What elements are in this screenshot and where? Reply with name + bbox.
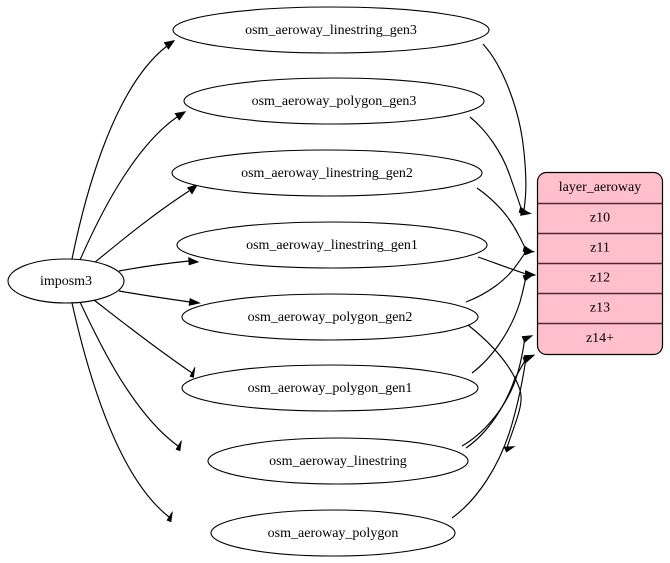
- edge-group-source-to-tables: [71, 40, 201, 523]
- edge-imposm3-to-linestring-gen2: [93, 190, 190, 264]
- node-imposm3-label: imposm3: [40, 274, 92, 289]
- edge-polygon-to-z14: [451, 357, 527, 519]
- edge-linestring-gen1-to-z12: [477, 256, 527, 275]
- edge-polygon-gen2-to-z11: [465, 250, 527, 303]
- layer-row-z12[interactable]: z12: [590, 271, 610, 286]
- node-layer_aeroway[interactable]: layer_aeroway z10 z11 z12 z13 z14+: [536, 171, 664, 356]
- edge-polygon-gen1-to-z12: [471, 275, 527, 374]
- node-osm_aeroway_polygon_gen3[interactable]: osm_aeroway_polygon_gen3: [183, 77, 485, 125]
- edge-imposm3-to-polygon-gen1: [93, 299, 193, 374]
- edge-linestring-to-z13: [461, 336, 526, 447]
- arrowhead-linestring: [175, 440, 182, 452]
- edge-imposm3-to-linestring: [79, 301, 179, 447]
- arrowhead-z11-b: [523, 248, 536, 256]
- arrowhead-linestring-gen2: [186, 183, 199, 195]
- arrowhead-linestring-gen3: [163, 40, 176, 50]
- layer-row-header: layer_aeroway: [559, 180, 641, 195]
- edge-group-tables-to-layer: [451, 43, 537, 519]
- arrowhead-polygon-gen2: [188, 298, 201, 306]
- arrowhead-polygon-gen3: [174, 111, 187, 121]
- node-osm_aeroway_linestring_gen3[interactable]: osm_aeroway_linestring_gen3: [172, 6, 490, 54]
- arrowhead-z14-b: [523, 354, 536, 362]
- arrowhead-z13-a: [521, 335, 534, 344]
- edge-imposm3-to-polygon-gen2: [118, 290, 191, 303]
- edge-linestring-gen3-to-z10: [482, 43, 527, 211]
- node-label: osm_aeroway_polygon_gen3: [252, 94, 417, 109]
- layer-row-z14plus[interactable]: z14+: [586, 331, 614, 346]
- node-label: osm_aeroway_linestring: [269, 454, 407, 469]
- node-shape[interactable]: [181, 364, 479, 412]
- node-shape[interactable]: [181, 293, 479, 341]
- node-osm_aeroway_linestring_gen2[interactable]: osm_aeroway_linestring_gen2: [171, 149, 483, 197]
- arrowhead-z10-b: [518, 206, 531, 214]
- node-shape[interactable]: [176, 221, 488, 269]
- layer-row-z13[interactable]: z13: [590, 301, 610, 316]
- node-shape[interactable]: [172, 6, 490, 54]
- node-osm_aeroway_linestring_gen1[interactable]: osm_aeroway_linestring_gen1: [176, 221, 488, 269]
- node-label: osm_aeroway_linestring_gen2: [241, 166, 413, 181]
- node-label: osm_aeroway_linestring_gen3: [245, 23, 417, 38]
- edge-imposm3-to-polygon-gen3: [79, 116, 178, 261]
- node-label: osm_aeroway_linestring_gen1: [246, 238, 418, 253]
- node-label: osm_aeroway_polygon: [268, 526, 399, 541]
- node-osm_aeroway_polygon_gen1[interactable]: osm_aeroway_polygon_gen1: [181, 364, 479, 412]
- layer-row-z11[interactable]: z11: [590, 241, 610, 256]
- node-osm_aeroway_polygon_gen2[interactable]: osm_aeroway_polygon_gen2: [181, 293, 479, 341]
- arrowhead-polygon: [166, 511, 173, 523]
- node-osm_aeroway_linestring[interactable]: osm_aeroway_linestring: [207, 437, 469, 485]
- arrowhead-z12-b: [522, 274, 535, 282]
- node-osm_aeroway_polygon[interactable]: osm_aeroway_polygon: [210, 509, 456, 557]
- arrowhead-z13-b: [503, 446, 516, 453]
- arrowhead-polygon-gen1: [189, 366, 196, 378]
- edge-imposm3-to-linestring-gen3: [71, 45, 168, 260]
- node-imposm3[interactable]: imposm3: [7, 258, 125, 304]
- arrowhead-linestring-gen1: [188, 257, 200, 266]
- node-imposm3-shape[interactable]: [7, 258, 125, 304]
- edge-imposm3-to-linestring-gen1: [118, 260, 190, 272]
- node-shape[interactable]: [171, 149, 483, 197]
- node-shape[interactable]: [183, 77, 485, 125]
- node-label: osm_aeroway_polygon_gen1: [248, 381, 413, 396]
- node-shape[interactable]: [210, 509, 456, 557]
- edge-linestring-to-z14: [465, 356, 528, 449]
- node-shape[interactable]: [207, 437, 469, 485]
- node-label: osm_aeroway_polygon_gen2: [248, 310, 413, 325]
- edge-polygon-gen3-to-z10: [469, 116, 523, 212]
- edge-imposm3-to-polygon: [71, 302, 170, 518]
- layer-row-z10[interactable]: z10: [590, 211, 610, 226]
